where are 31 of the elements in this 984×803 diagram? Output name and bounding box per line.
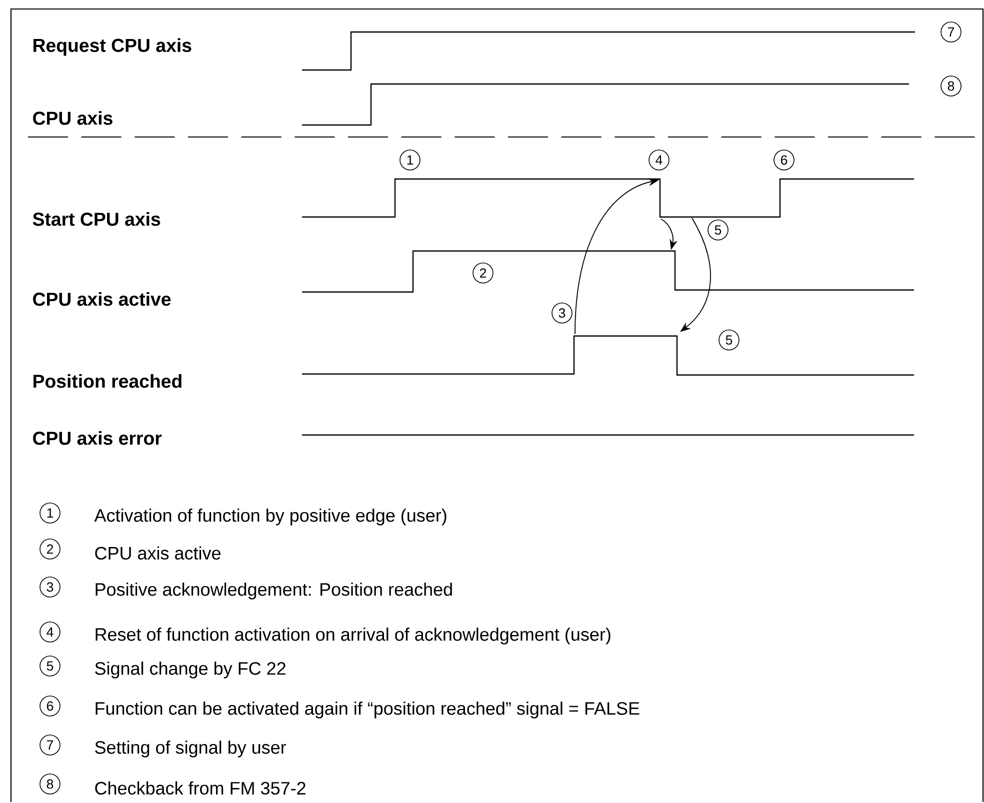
callout-number: 3 bbox=[552, 302, 572, 324]
callout-number: 6 bbox=[774, 150, 794, 170]
callout-number: 2 bbox=[40, 538, 60, 560]
signal-name: CPU axis bbox=[33, 111, 112, 125]
callout-number: 6 bbox=[40, 696, 60, 716]
callout-number: 7 bbox=[40, 734, 60, 756]
note-text: Setting of signal by user bbox=[95, 740, 286, 758]
callout-number: 1 bbox=[400, 150, 420, 170]
note-text: Activation of function by positive edge (user) bbox=[94, 508, 446, 526]
callout-number: 4 bbox=[648, 150, 670, 170]
signal-name: CPU axis error bbox=[33, 431, 162, 445]
callout-number: 5 bbox=[718, 330, 740, 350]
callout-number: 7 bbox=[940, 22, 962, 42]
note-text: Signal change by FC 22 bbox=[95, 662, 286, 678]
note-text: Checkback from FM 357-2 bbox=[95, 781, 306, 795]
note-text: Positive acknowledgement: Position reached bbox=[96, 582, 452, 600]
signal-name: CPU axis active bbox=[33, 292, 171, 306]
signal-name: Position reached bbox=[34, 374, 182, 388]
signal-name: Start CPU axis bbox=[32, 212, 160, 226]
callout-number: 2 bbox=[472, 262, 494, 284]
note-text: Reset of function activation on arrival of acknowledgement (user) bbox=[96, 628, 610, 644]
note-text: CPU axis active bbox=[95, 546, 220, 560]
note-text: Function can be activated again if “position reached” signal = FALSE bbox=[96, 702, 640, 718]
callout-number: 1 bbox=[40, 502, 60, 524]
callout-number: 5 bbox=[708, 220, 728, 240]
callout-number: 8 bbox=[940, 76, 962, 96]
callout-number: 4 bbox=[40, 622, 60, 642]
callout-number: 3 bbox=[40, 576, 60, 598]
callout-number: 5 bbox=[40, 656, 60, 676]
signal-name: Request CPU axis bbox=[34, 38, 192, 56]
callout-number: 8 bbox=[40, 774, 60, 794]
